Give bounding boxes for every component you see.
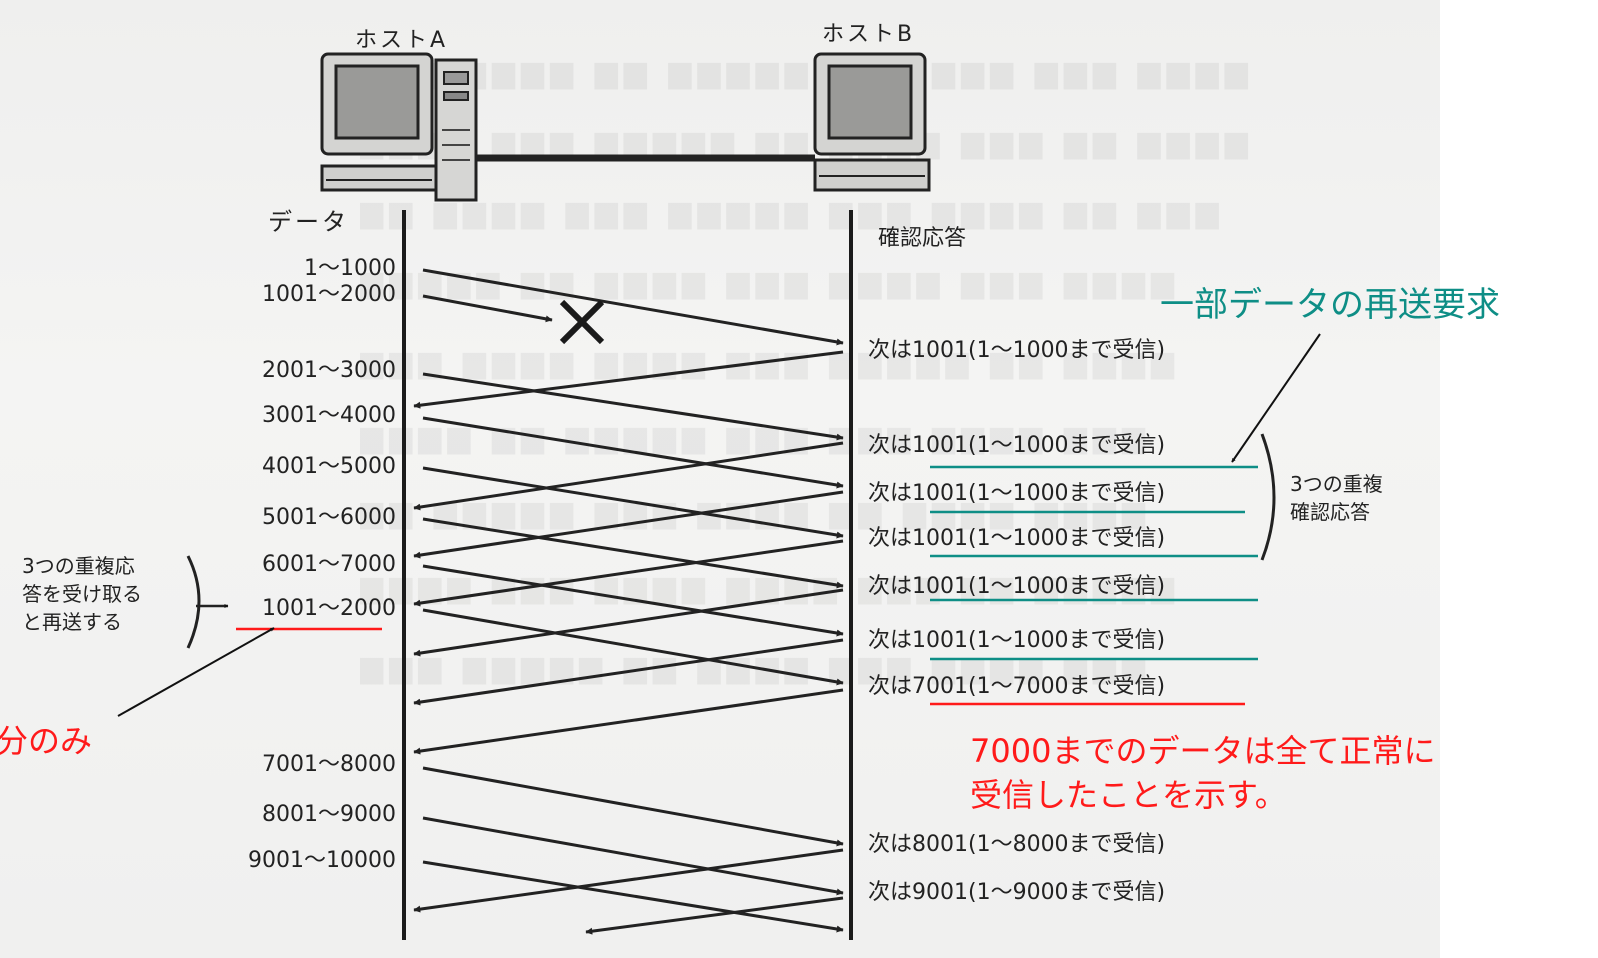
data-arrow xyxy=(422,860,844,933)
data-arrow xyxy=(422,268,844,346)
bleed-through: ▆▆▆ ▆▆▆▆ ▆▆ ▆▆▆▆▆ ▆▆ ▆▆▆▆ ▆▆▆ ▆▆▆▆ xyxy=(360,55,1254,90)
data-segment-label: 6001～7000 xyxy=(262,552,396,577)
partial-annotation: 分のみ xyxy=(0,722,93,760)
ack-label: 次は1001(1～1000まで受信) xyxy=(868,481,1166,506)
bleed-through: ▆▆▆▆ ▆▆▆ ▆▆▆▆▆ ▆▆ ▆▆▆▆ ▆▆▆ ▆▆ ▆▆▆▆ xyxy=(360,125,1254,160)
ack-label: 次は1001(1～1000まで受信) xyxy=(868,338,1166,363)
received-annotation-line2: 受信したことを示す。 xyxy=(970,776,1287,814)
host-a-label: ホストA xyxy=(355,28,449,53)
resend-request-annotation: 一部データの再送要求 xyxy=(1160,285,1500,325)
data-arrow xyxy=(422,416,844,489)
ack-arrow xyxy=(413,539,844,607)
page-margin xyxy=(1440,0,1598,958)
ack-label: 次は7001(1～7000まで受信) xyxy=(868,674,1166,699)
right-bracket xyxy=(1260,433,1276,561)
data-arrow xyxy=(422,564,844,637)
data-segment-label: 1001～2000 xyxy=(262,282,396,307)
received-annotation-line1: 7000までのデータは全て正常に xyxy=(970,732,1436,770)
triple-dup-ack-note: 3つの重複 確認応答 xyxy=(1290,472,1383,524)
data-segment-label: 5001～6000 xyxy=(262,505,396,530)
triple-dup-resend-note: 3つの重複応 答を受け取る と再送する xyxy=(22,554,142,634)
data-segment-label: 2001～3000 xyxy=(262,358,396,383)
data-arrow xyxy=(422,766,844,847)
data-segment-label: 1001～2000 xyxy=(262,596,396,621)
data-arrow xyxy=(422,466,844,539)
ack-arrow xyxy=(413,350,844,409)
annotation-pointer xyxy=(1231,333,1321,463)
data-segment-label: 1～1000 xyxy=(304,256,396,281)
data-arrow xyxy=(422,372,844,441)
lost-data-arrow xyxy=(422,294,553,323)
resent-data-arrow xyxy=(422,608,844,686)
data-arrow xyxy=(422,816,844,896)
ack-arrow xyxy=(413,588,844,657)
ack-label: 次は8001(1～8000まで受信) xyxy=(868,832,1166,857)
host-b-label: ホストB xyxy=(822,22,916,47)
ack-label: 次は1001(1～1000まで受信) xyxy=(868,526,1166,551)
data-segment-label: 4001～5000 xyxy=(262,454,396,479)
data-column-header: データ xyxy=(268,208,349,236)
ack-label: 次は9001(1～9000まで受信) xyxy=(868,880,1166,905)
ack-label: 次は1001(1～1000まで受信) xyxy=(868,574,1166,599)
annotation-pointer xyxy=(117,627,275,717)
data-segment-label: 9001～10000 xyxy=(248,848,396,873)
data-segment-label: 8001～9000 xyxy=(262,802,396,827)
ack-arrow xyxy=(413,848,844,913)
data-segment-label: 3001～4000 xyxy=(262,403,396,428)
ack-label: 次は1001(1～1000まで受信) xyxy=(868,433,1166,458)
ack-arrow xyxy=(413,638,844,706)
ack-arrow xyxy=(413,441,844,511)
host-a-computer-icon xyxy=(320,52,478,202)
data-segment-label: 7001～8000 xyxy=(262,752,396,777)
ack-arrow xyxy=(413,688,844,755)
ack-column-header: 確認応答 xyxy=(878,226,967,251)
ack-arrow xyxy=(585,896,844,935)
host-b-computer-icon xyxy=(813,52,931,192)
data-arrow xyxy=(422,517,844,589)
bleed-through: ▆▆▆▆ ▆▆ ▆▆▆▆▆ ▆▆▆ ▆▆▆ ▆▆▆▆ ▆▆▆ xyxy=(360,420,1151,455)
left-bracket xyxy=(186,555,201,649)
bleed-through: ▆▆ ▆▆▆▆ ▆▆▆ ▆▆▆▆▆ ▆▆▆ ▆▆▆▆ ▆▆ ▆▆▆ xyxy=(360,195,1225,230)
ack-label: 次は1001(1～1000まで受信) xyxy=(868,628,1166,653)
x-mark-icon xyxy=(559,299,605,345)
ack-arrow xyxy=(413,490,844,559)
